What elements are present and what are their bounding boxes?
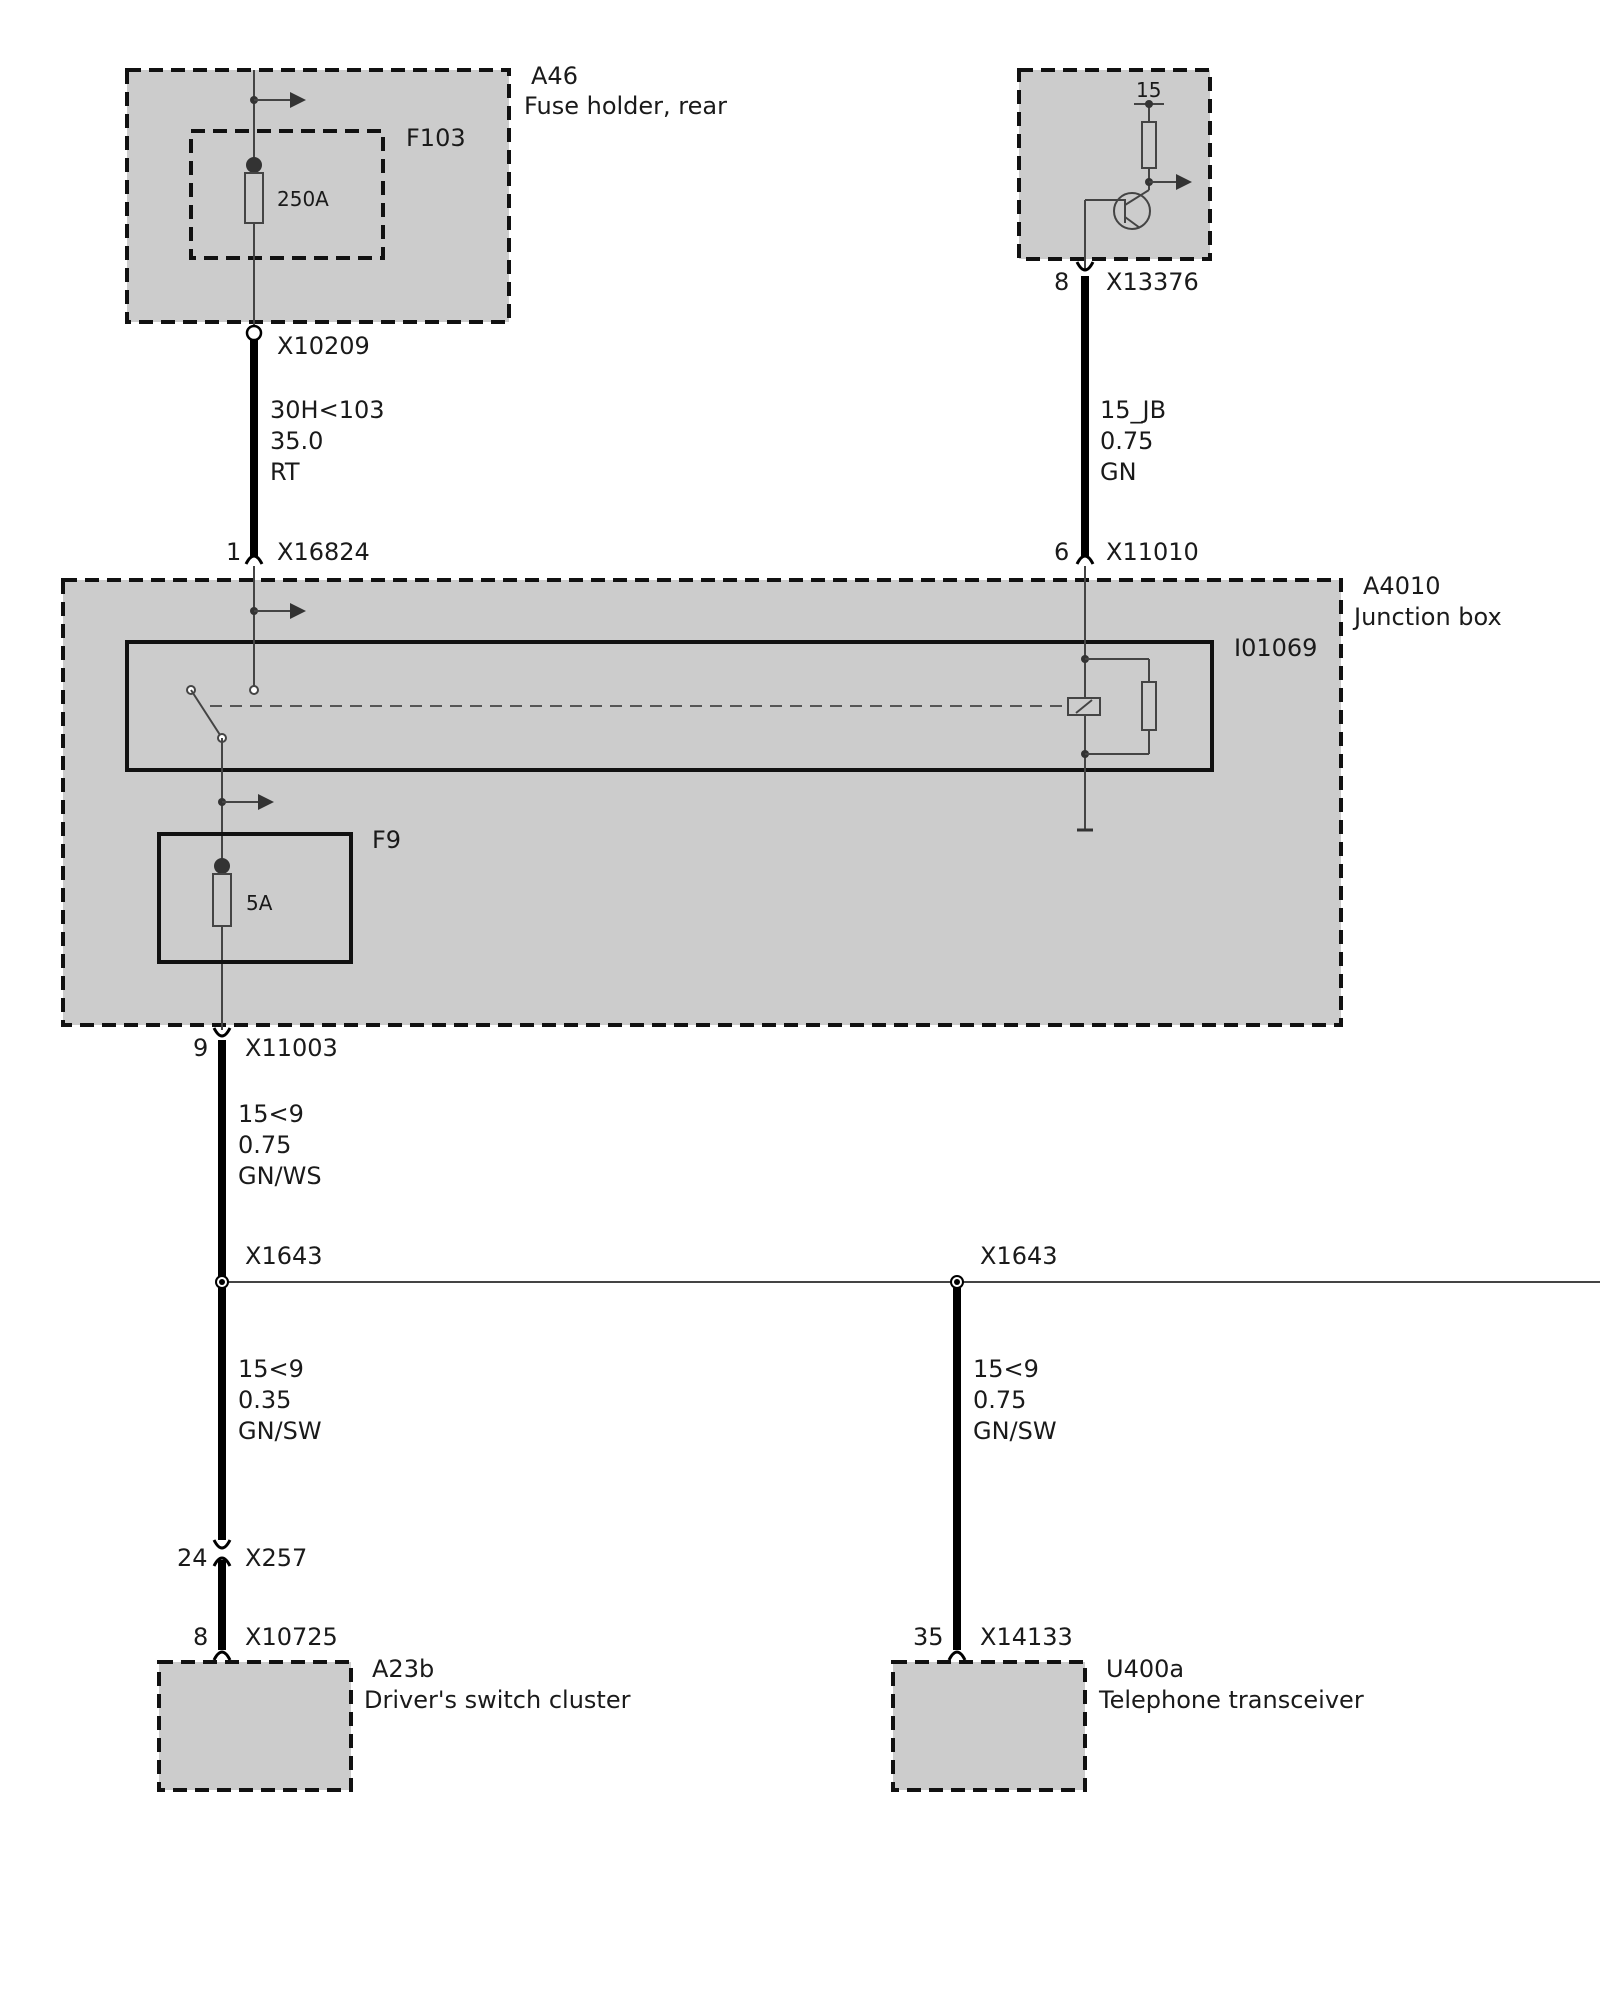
u400a-id: U400a [1106,1655,1184,1683]
connector-x257-pin: 24 [177,1544,208,1572]
wire-30h-signal: 30H<103 [270,396,385,424]
arrow-right-icon [290,92,306,108]
wire-30h-color: RT [270,458,300,486]
a23b-name: Driver's switch cluster [364,1686,631,1714]
arrow-right-icon [290,603,306,619]
connector-x14133-symbol [947,1650,967,1661]
connector-x16824-symbol [244,554,264,565]
relay-i01069-box [125,640,1214,772]
a46-name: Fuse holder, rear [524,92,727,120]
connector-x11003-label: X11003 [245,1034,338,1062]
wire-15-9-gnsw-035-color: GN/SW [238,1417,322,1445]
fuse-f9-rating: 5A [246,891,273,915]
u400a-name: Telephone transceiver [1098,1686,1364,1714]
connector-x10725-symbol [212,1650,232,1661]
fuse-f9-symbol [212,873,232,927]
connector-x16824-pin: 1 [226,538,241,566]
fuse-terminal-dot [246,157,262,173]
connector-x257-bottom [212,1556,232,1567]
transistor-icon [1113,192,1151,230]
wire-15-jb-size: 0.75 [1100,427,1153,455]
drivers-switch-cluster-box [157,1660,353,1792]
splice-x1643-left-center [219,1279,225,1285]
wire-15-jb-color: GN [1100,458,1137,486]
fuse-f103-symbol [244,172,264,224]
wire-15-9-gnsw-075-size: 0.75 [973,1386,1026,1414]
fuse-f9-box [157,832,353,964]
wire-30h-size: 35.0 [270,427,323,455]
wire-15-9-gnws-size: 0.75 [238,1131,291,1159]
connector-x257-top [212,1539,232,1550]
transistor-collector [1124,189,1150,206]
relay-i01069-label: I01069 [1234,634,1317,662]
fuse-f103-label: F103 [406,124,466,152]
connector-x13376-label: X13376 [1106,268,1199,296]
fuse-f103-rating: 250A [277,187,329,211]
terminal-15-label: 15 [1136,78,1161,102]
splice-x1643-right-center [954,1279,960,1285]
connector-x11010-symbol [1075,554,1095,565]
telephone-transceiver-box [891,1660,1087,1792]
a46-id: A46 [531,62,578,90]
connector-x10209-label: X10209 [277,332,370,360]
wire-15-9-gnsw-035-size: 0.35 [238,1386,291,1414]
junction-box [61,578,1343,1027]
wire-15-jb-signal: 15_JB [1100,396,1166,424]
wire-15-9-gnsw-035-signal: 15<9 [238,1355,304,1383]
a4010-id: A4010 [1363,572,1441,600]
car-access-system-box [1017,68,1212,261]
connector-x11010-label: X11010 [1106,538,1199,566]
wire-15-9-gnws-color: GN/WS [238,1162,322,1190]
wire-15-9-gnsw-075-color: GN/SW [973,1417,1057,1445]
connector-x14133-pin: 35 [913,1623,944,1651]
connector-x16824-label: X16824 [277,538,370,566]
relay-switch-blade [190,689,223,739]
connector-x13376-pin: 8 [1054,268,1069,296]
wire-15-9-gnws-signal: 15<9 [238,1100,304,1128]
transistor-emitter [1124,216,1141,229]
connector-x10725-pin: 8 [193,1623,208,1651]
fuse-f9-label: F9 [372,826,401,854]
splice-x1643-right-label: X1643 [980,1242,1058,1270]
fuse-f103-box [189,129,385,260]
a23b-id: A23b [372,1655,434,1683]
a4010-name: Junction box [1352,603,1502,631]
connector-x11003-symbol [212,1027,232,1038]
arrow-right-icon [258,794,274,810]
connector-x13376-symbol [1075,261,1095,272]
diode-resistor-symbol [1141,681,1157,731]
fuse-terminal-dot [214,858,230,874]
connector-x10209-symbol [245,324,263,342]
arrow-right-icon [1176,174,1192,190]
connector-x11003-pin: 9 [193,1034,208,1062]
relay-contact [249,685,259,695]
junction-dot [1145,100,1153,108]
connector-x11010-pin: 6 [1054,538,1069,566]
resistor-symbol [1141,121,1157,169]
connector-x257-label: X257 [245,1544,307,1572]
wire-15-9-gnsw-075-signal: 15<9 [973,1355,1039,1383]
splice-x1643-left-label: X1643 [245,1242,323,1270]
connector-x10725-label: X10725 [245,1623,338,1651]
connector-x14133-label: X14133 [980,1623,1073,1651]
relay-coil-slash [1075,699,1093,714]
